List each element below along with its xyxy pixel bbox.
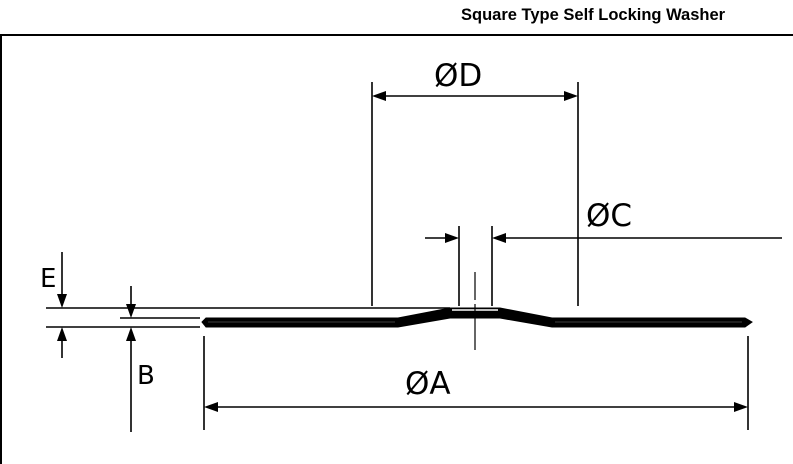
label-dimension-c: ØC <box>586 198 632 234</box>
page-title: Square Type Self Locking Washer <box>461 6 726 24</box>
dimension-c <box>425 226 782 306</box>
label-dimension-d: ØD <box>434 58 482 94</box>
dimension-d <box>371 82 579 306</box>
dimension-e <box>46 252 450 358</box>
label-dimension-e: E <box>40 264 56 294</box>
dimension-a <box>203 336 749 430</box>
dimension-b <box>120 286 200 432</box>
label-dimension-b: B <box>137 361 155 391</box>
drawing-frame <box>0 34 793 464</box>
label-dimension-a: ØA <box>405 366 451 402</box>
washer-profile <box>201 307 753 328</box>
